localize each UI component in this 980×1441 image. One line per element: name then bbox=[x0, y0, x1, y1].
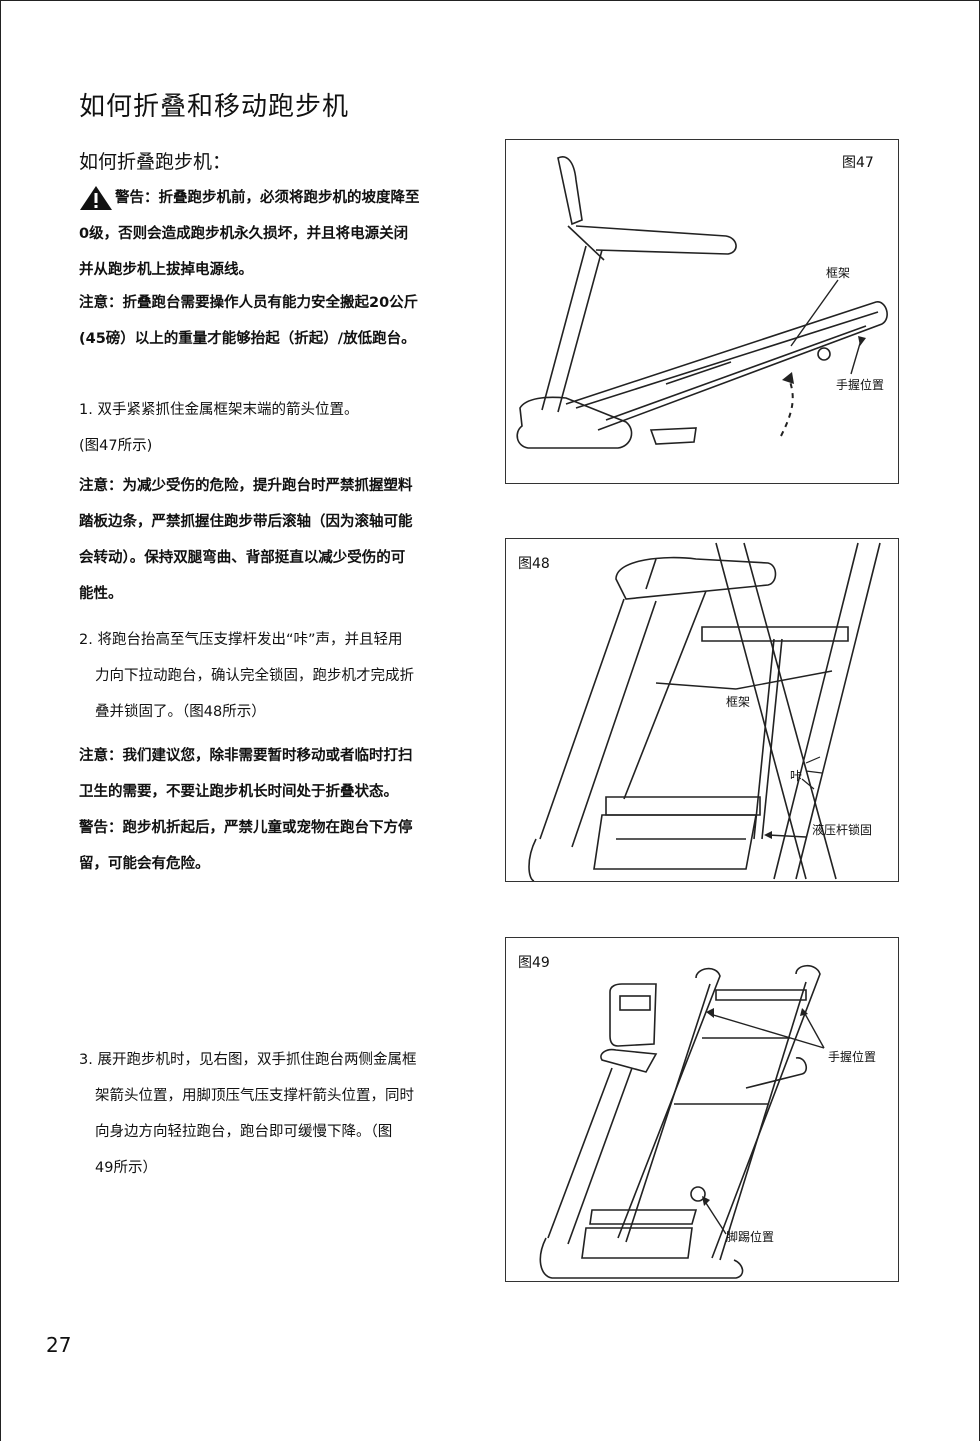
figure-47-label: 图47 bbox=[842, 155, 874, 171]
treadmill-unfolding-illustration bbox=[539, 964, 825, 1279]
step3-line1: 3. 展开跑步机时，见右图，双手抓住跑台两侧金属框 bbox=[79, 1052, 417, 1068]
page-number: 27 bbox=[46, 1333, 72, 1357]
figure-49-grip-callout: 手握位置 bbox=[828, 1050, 877, 1064]
warning1-line1: 警告：折叠跑步机前，必须将跑步机的坡度降至 bbox=[115, 190, 420, 206]
step3-line3: 向身边方向轻拉跑台，跑台即可缓慢下降。（图 bbox=[95, 1124, 393, 1140]
figure-49-foot-callout: 脚踢位置 bbox=[726, 1230, 775, 1244]
step2-line1: 2. 将跑台抬高至气压支撑杆发出“咔”声，并且轻用 bbox=[79, 632, 403, 648]
figure-49-label: 图49 bbox=[518, 955, 550, 971]
figure-49: 图49 手握位置 脚踢位置 bbox=[505, 937, 899, 1282]
treadmill-folded-illustration bbox=[528, 542, 881, 881]
step2-line3: 叠并锁固了。（图48所示） bbox=[95, 704, 266, 720]
figure-48-frame-callout: 框架 bbox=[726, 695, 751, 709]
step2-line2: 力向下拉动跑台，确认完全锁固，跑步机才完成折 bbox=[95, 668, 414, 684]
note-block-1: 注意：折叠跑台需要操作人员有能力安全搬起20公斤 (45磅）以上的重量才能够抬起… bbox=[79, 285, 474, 357]
warning2-line2: 留，可能会有危险。 bbox=[79, 856, 210, 872]
note2-line4: 能性。 bbox=[79, 586, 123, 602]
note-block-3: 注意：我们建议您，除非需要暂时移动或者临时打扫 卫生的需要，不要让跑步机长时间处… bbox=[79, 738, 474, 882]
warning-triangle-icon bbox=[79, 185, 113, 211]
note-block-2: 注意：为减少受伤的危险，提升跑台时严禁抓握塑料 踏板边条，严禁抓握住跑步带后滚轴… bbox=[79, 468, 474, 612]
treadmill-unfolded-illustration bbox=[516, 156, 888, 449]
figure-47-frame-callout: 框架 bbox=[826, 266, 851, 280]
figure-48-label: 图48 bbox=[518, 556, 550, 572]
figure-47-grip-callout: 手握位置 bbox=[836, 378, 885, 392]
step-1: 1. 双手紧紧抓住金属框架末端的箭头位置。 (图47所示) bbox=[79, 392, 474, 464]
note3-line2: 卫生的需要，不要让跑步机长时间处于折叠状态。 bbox=[79, 784, 398, 800]
note3-line1: 注意：我们建议您，除非需要暂时移动或者临时打扫 bbox=[79, 748, 413, 764]
figure-48: 图48 框架 咔 液压杆锁固 bbox=[505, 538, 899, 882]
note2-line3: 会转动）。保持双腿弯曲、背部挺直以减少受伤的可 bbox=[79, 550, 406, 566]
figure-48-click-callout: 咔 bbox=[790, 769, 803, 783]
warning-block-1: 警告：折叠跑步机前，必须将跑步机的坡度降至 0级，否则会造成跑步机永久损坏，并且… bbox=[79, 180, 474, 288]
step-3: 3. 展开跑步机时，见右图，双手抓住跑台两侧金属框 架箭头位置，用脚顶压气压支撑… bbox=[79, 1042, 474, 1186]
note2-line1: 注意：为减少受伤的危险，提升跑台时严禁抓握塑料 bbox=[79, 478, 413, 494]
warning2-line1: 警告：跑步机折起后，严禁儿童或宠物在跑台下方停 bbox=[79, 820, 413, 836]
warning1-line3: 并从跑步机上拔掉电源线。 bbox=[79, 262, 253, 278]
step1-line2: (图47所示) bbox=[79, 438, 153, 454]
figure-48-lock-callout: 液压杆锁固 bbox=[812, 823, 873, 837]
page-title: 如何折叠和移动跑步机 bbox=[79, 92, 350, 122]
note2-line2: 踏板边条，严禁抓握住跑步带后滚轴（因为滚轴可能 bbox=[79, 514, 413, 530]
section-title: 如何折叠跑步机： bbox=[79, 151, 232, 173]
note1-line1: 注意：折叠跑台需要操作人员有能力安全搬起20公斤 bbox=[79, 295, 419, 311]
note1-line2: (45磅）以上的重量才能够抬起（折起）/放低跑台。 bbox=[79, 331, 416, 347]
warning1-line2: 0级，否则会造成跑步机永久损坏，并且将电源关闭 bbox=[79, 226, 409, 242]
figure-47: 图47 框架 手握位置 bbox=[505, 139, 899, 484]
step-2: 2. 将跑台抬高至气压支撑杆发出“咔”声，并且轻用 力向下拉动跑台，确认完全锁固… bbox=[79, 622, 474, 730]
step3-line2: 架箭头位置，用脚顶压气压支撑杆箭头位置，同时 bbox=[95, 1088, 414, 1104]
step1-line1: 1. 双手紧紧抓住金属框架末端的箭头位置。 bbox=[79, 402, 359, 418]
step3-line4: 49所示） bbox=[95, 1160, 157, 1176]
